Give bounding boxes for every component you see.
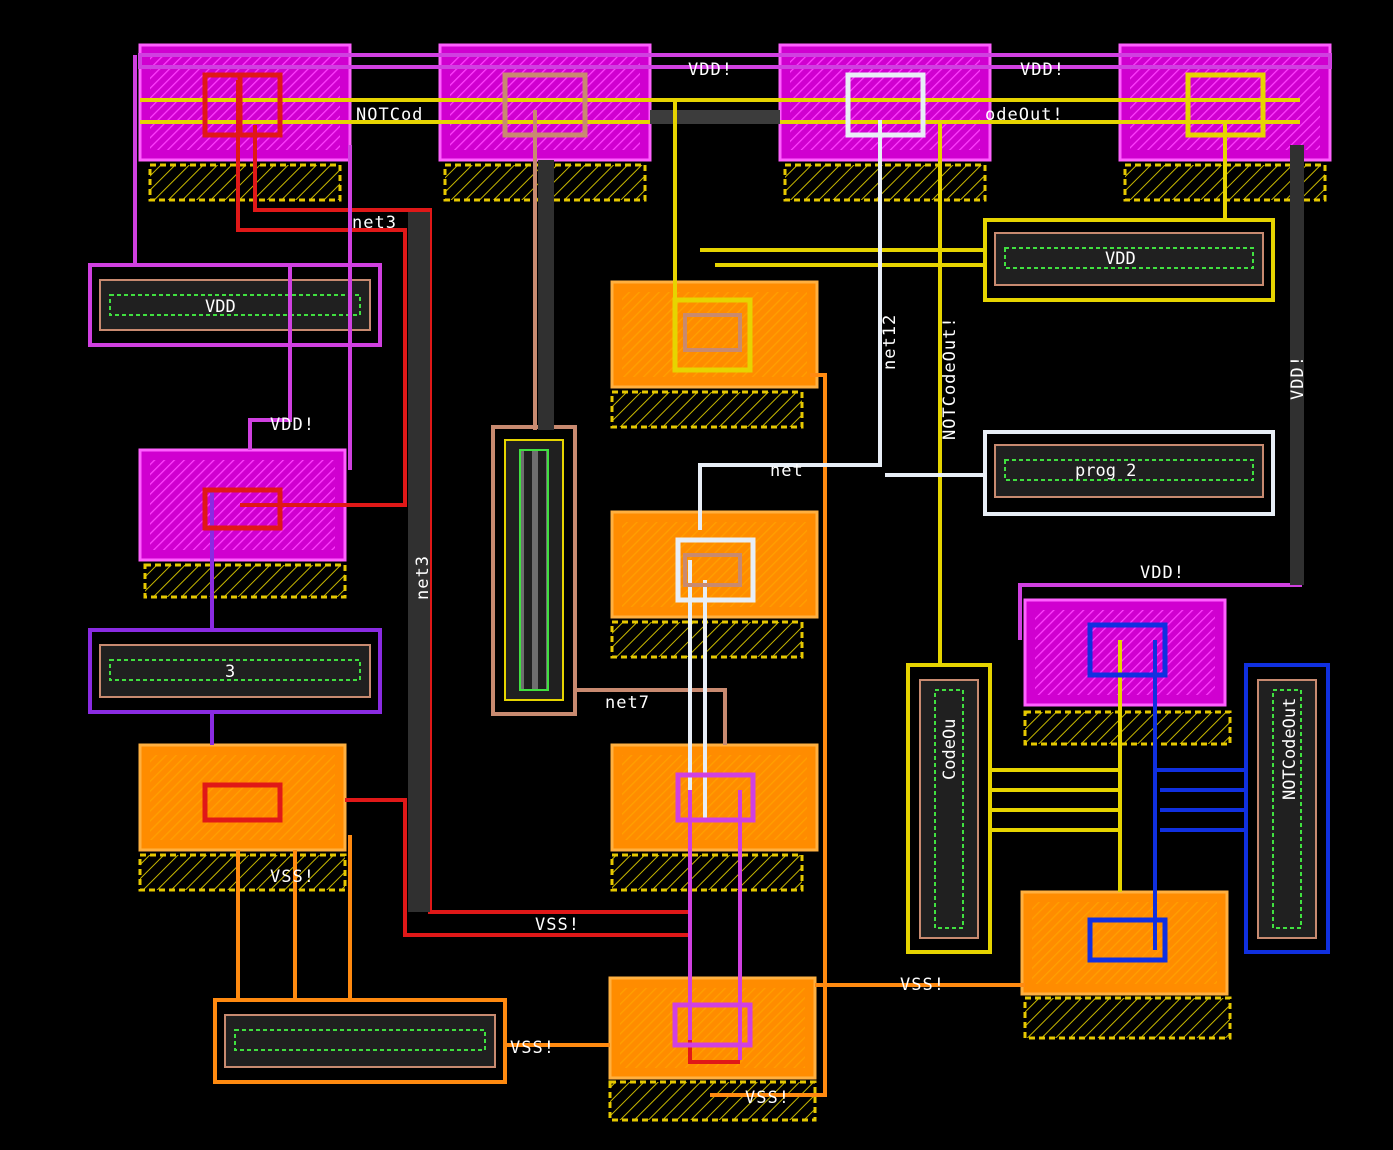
gate-magenta-center-3[interactable]: [675, 772, 756, 823]
net-label-vdd-top-1: VDD!: [688, 60, 733, 80]
right-nmos-cell[interactable]: [1020, 890, 1232, 1040]
net-label-vss-right: VSS!: [900, 975, 945, 995]
pin-label-codeout-left: CodeOu: [940, 719, 960, 780]
pin-labels: VDD VDD 3 prog 2 CodeOu NOTCodeOut: [205, 249, 1300, 800]
pin-label-vdd-left: VDD: [205, 297, 236, 317]
gate-yellow-center-1[interactable]: [672, 297, 753, 373]
net-label-vdd-top-2: VDD!: [1020, 60, 1065, 80]
gate-red-left-pmos[interactable]: [202, 487, 283, 531]
left-vss-tap[interactable]: [213, 998, 507, 1084]
left-nmos-cell[interactable]: [138, 743, 347, 892]
routing-wires[interactable]: [133, 55, 1304, 1097]
net-label-net7: net7: [605, 693, 650, 713]
net-label-net3-v: net3: [413, 555, 433, 600]
gate-blue-right-nmos[interactable]: [1087, 917, 1168, 963]
net-label-net12: net12: [880, 314, 900, 370]
gate-blue-right-pmos[interactable]: [1087, 622, 1168, 678]
net-label-vss-bottom: VSS!: [510, 1038, 555, 1058]
gate-magenta-center-4[interactable]: [672, 1002, 753, 1048]
gate-white-top[interactable]: [845, 72, 926, 138]
left-pmos-cell[interactable]: [138, 448, 347, 599]
net-label-notcodeout: NOTCodeOut!: [940, 316, 960, 440]
pin-label-codeout-right: NOTCodeOut: [1280, 698, 1300, 800]
top-metal-rails[interactable]: [138, 53, 1332, 124]
net-label-net3-h: net3: [352, 213, 397, 233]
net-label-vdd-right-v: VDD!: [1288, 355, 1308, 400]
net-label-codeout: odeOut!: [985, 105, 1064, 125]
net-label-vdd-right-h: VDD!: [1140, 563, 1185, 583]
net-label-vss-box: VSS!: [745, 1088, 790, 1108]
left-vdd-tap[interactable]: [88, 263, 382, 347]
notcodeout-vertical-tap[interactable]: [1244, 663, 1330, 954]
gate-red-top[interactable]: [202, 72, 283, 138]
pin-label-vdd-right: VDD: [1105, 249, 1136, 269]
tan-resistor-strip[interactable]: [491, 425, 577, 716]
net-label-notcod: NOTCod: [356, 105, 423, 125]
left-mid-tap[interactable]: [88, 628, 382, 714]
gate-white-center-2[interactable]: [675, 537, 756, 603]
net-label-vss-mid: VSS!: [535, 915, 580, 935]
net-labels: NOTCod VDD! VDD! odeOut! net3 net3 VDD! …: [270, 60, 1308, 1108]
right-vdd-tap[interactable]: [983, 218, 1275, 302]
net-label-vdd-left: VDD!: [270, 415, 315, 435]
right-pmos-cell[interactable]: [1023, 598, 1232, 746]
gate-yellow-top[interactable]: [1185, 72, 1266, 138]
center-nmos-cells: [608, 280, 819, 1122]
gate-shapes: [202, 72, 1266, 1048]
gate-red-left-nmos[interactable]: [202, 782, 283, 823]
pin-label-prog: prog 2: [1075, 461, 1136, 481]
net-label-net-mid: net: [770, 461, 804, 481]
gate-tan-top[interactable]: [502, 72, 588, 138]
codeout-vertical-tap[interactable]: [906, 663, 992, 954]
pin-label-mid: 3: [225, 662, 235, 682]
net-label-vss-left: VSS!: [270, 867, 315, 887]
right-prog-tap[interactable]: [983, 430, 1275, 516]
center-nmos-3[interactable]: [610, 743, 819, 892]
center-nmos-1[interactable]: [610, 280, 819, 429]
